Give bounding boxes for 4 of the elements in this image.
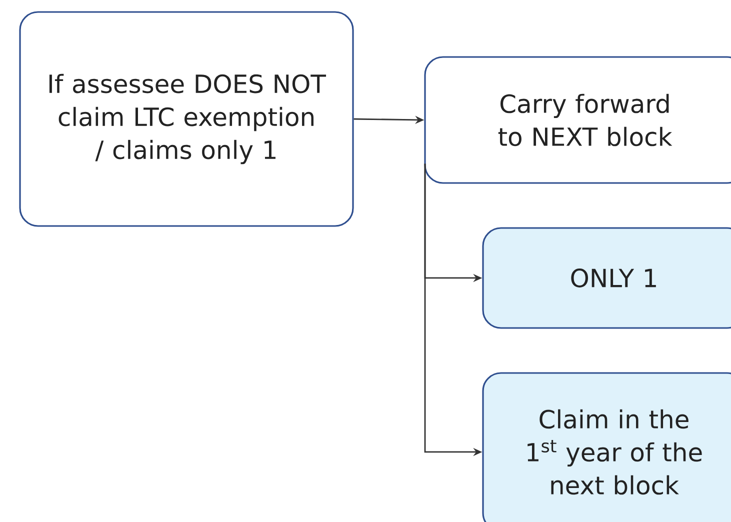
process-box: Carry forward to NEXT block [424, 56, 731, 184]
option-box: Claim in the 1$^{st}$ year of the next block [482, 372, 731, 522]
condition-box: If assessee DOES NOT claim LTC exemption / claims only 1 [19, 11, 354, 227]
option-box: ONLY 1 [482, 227, 731, 329]
